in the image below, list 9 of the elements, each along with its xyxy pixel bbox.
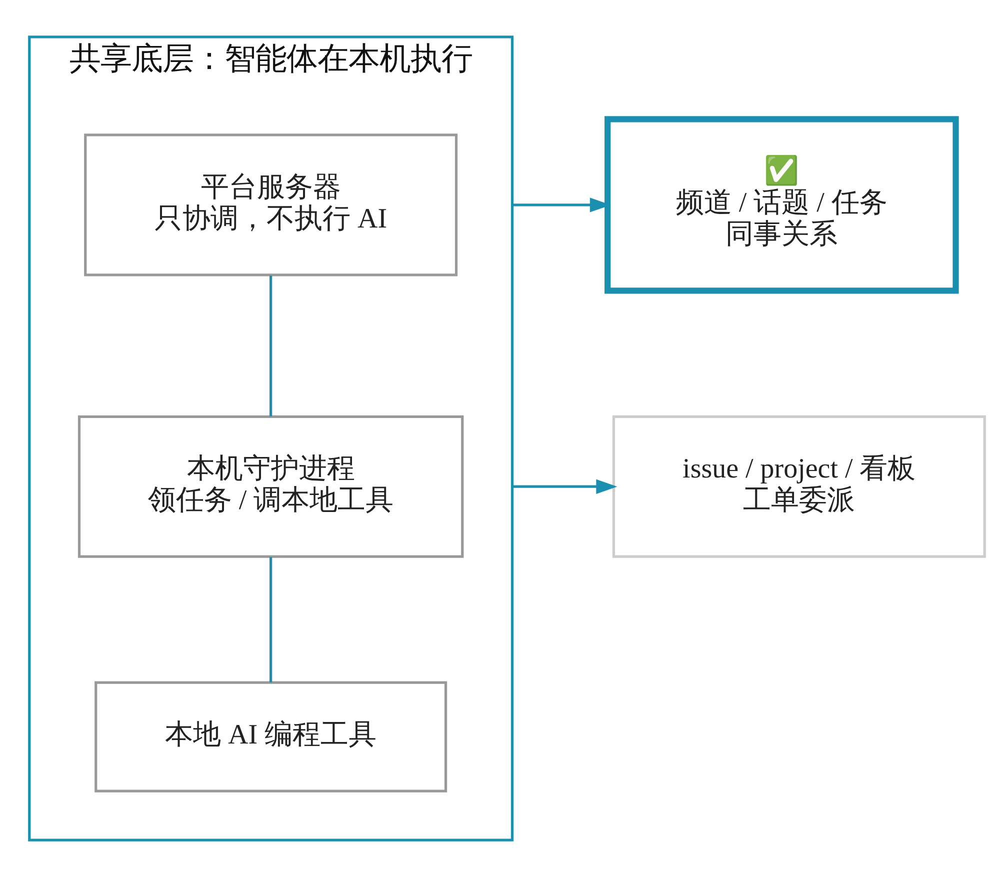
connector <box>270 274 272 416</box>
node-box: 本地 AI 编程工具 <box>94 680 448 792</box>
arrow <box>512 478 618 494</box>
node-box: 本机守护进程 领任务 / 调本地工具 <box>78 414 464 558</box>
connector <box>270 556 272 682</box>
node-box: ✅ 频道 / 话题 / 任务 同事关系 <box>604 116 959 294</box>
node-box: 平台服务器 只协调，不执行 AI <box>84 133 458 276</box>
arrow <box>512 197 611 212</box>
node-box: issue / project / 看板 工单委派 <box>612 414 986 558</box>
